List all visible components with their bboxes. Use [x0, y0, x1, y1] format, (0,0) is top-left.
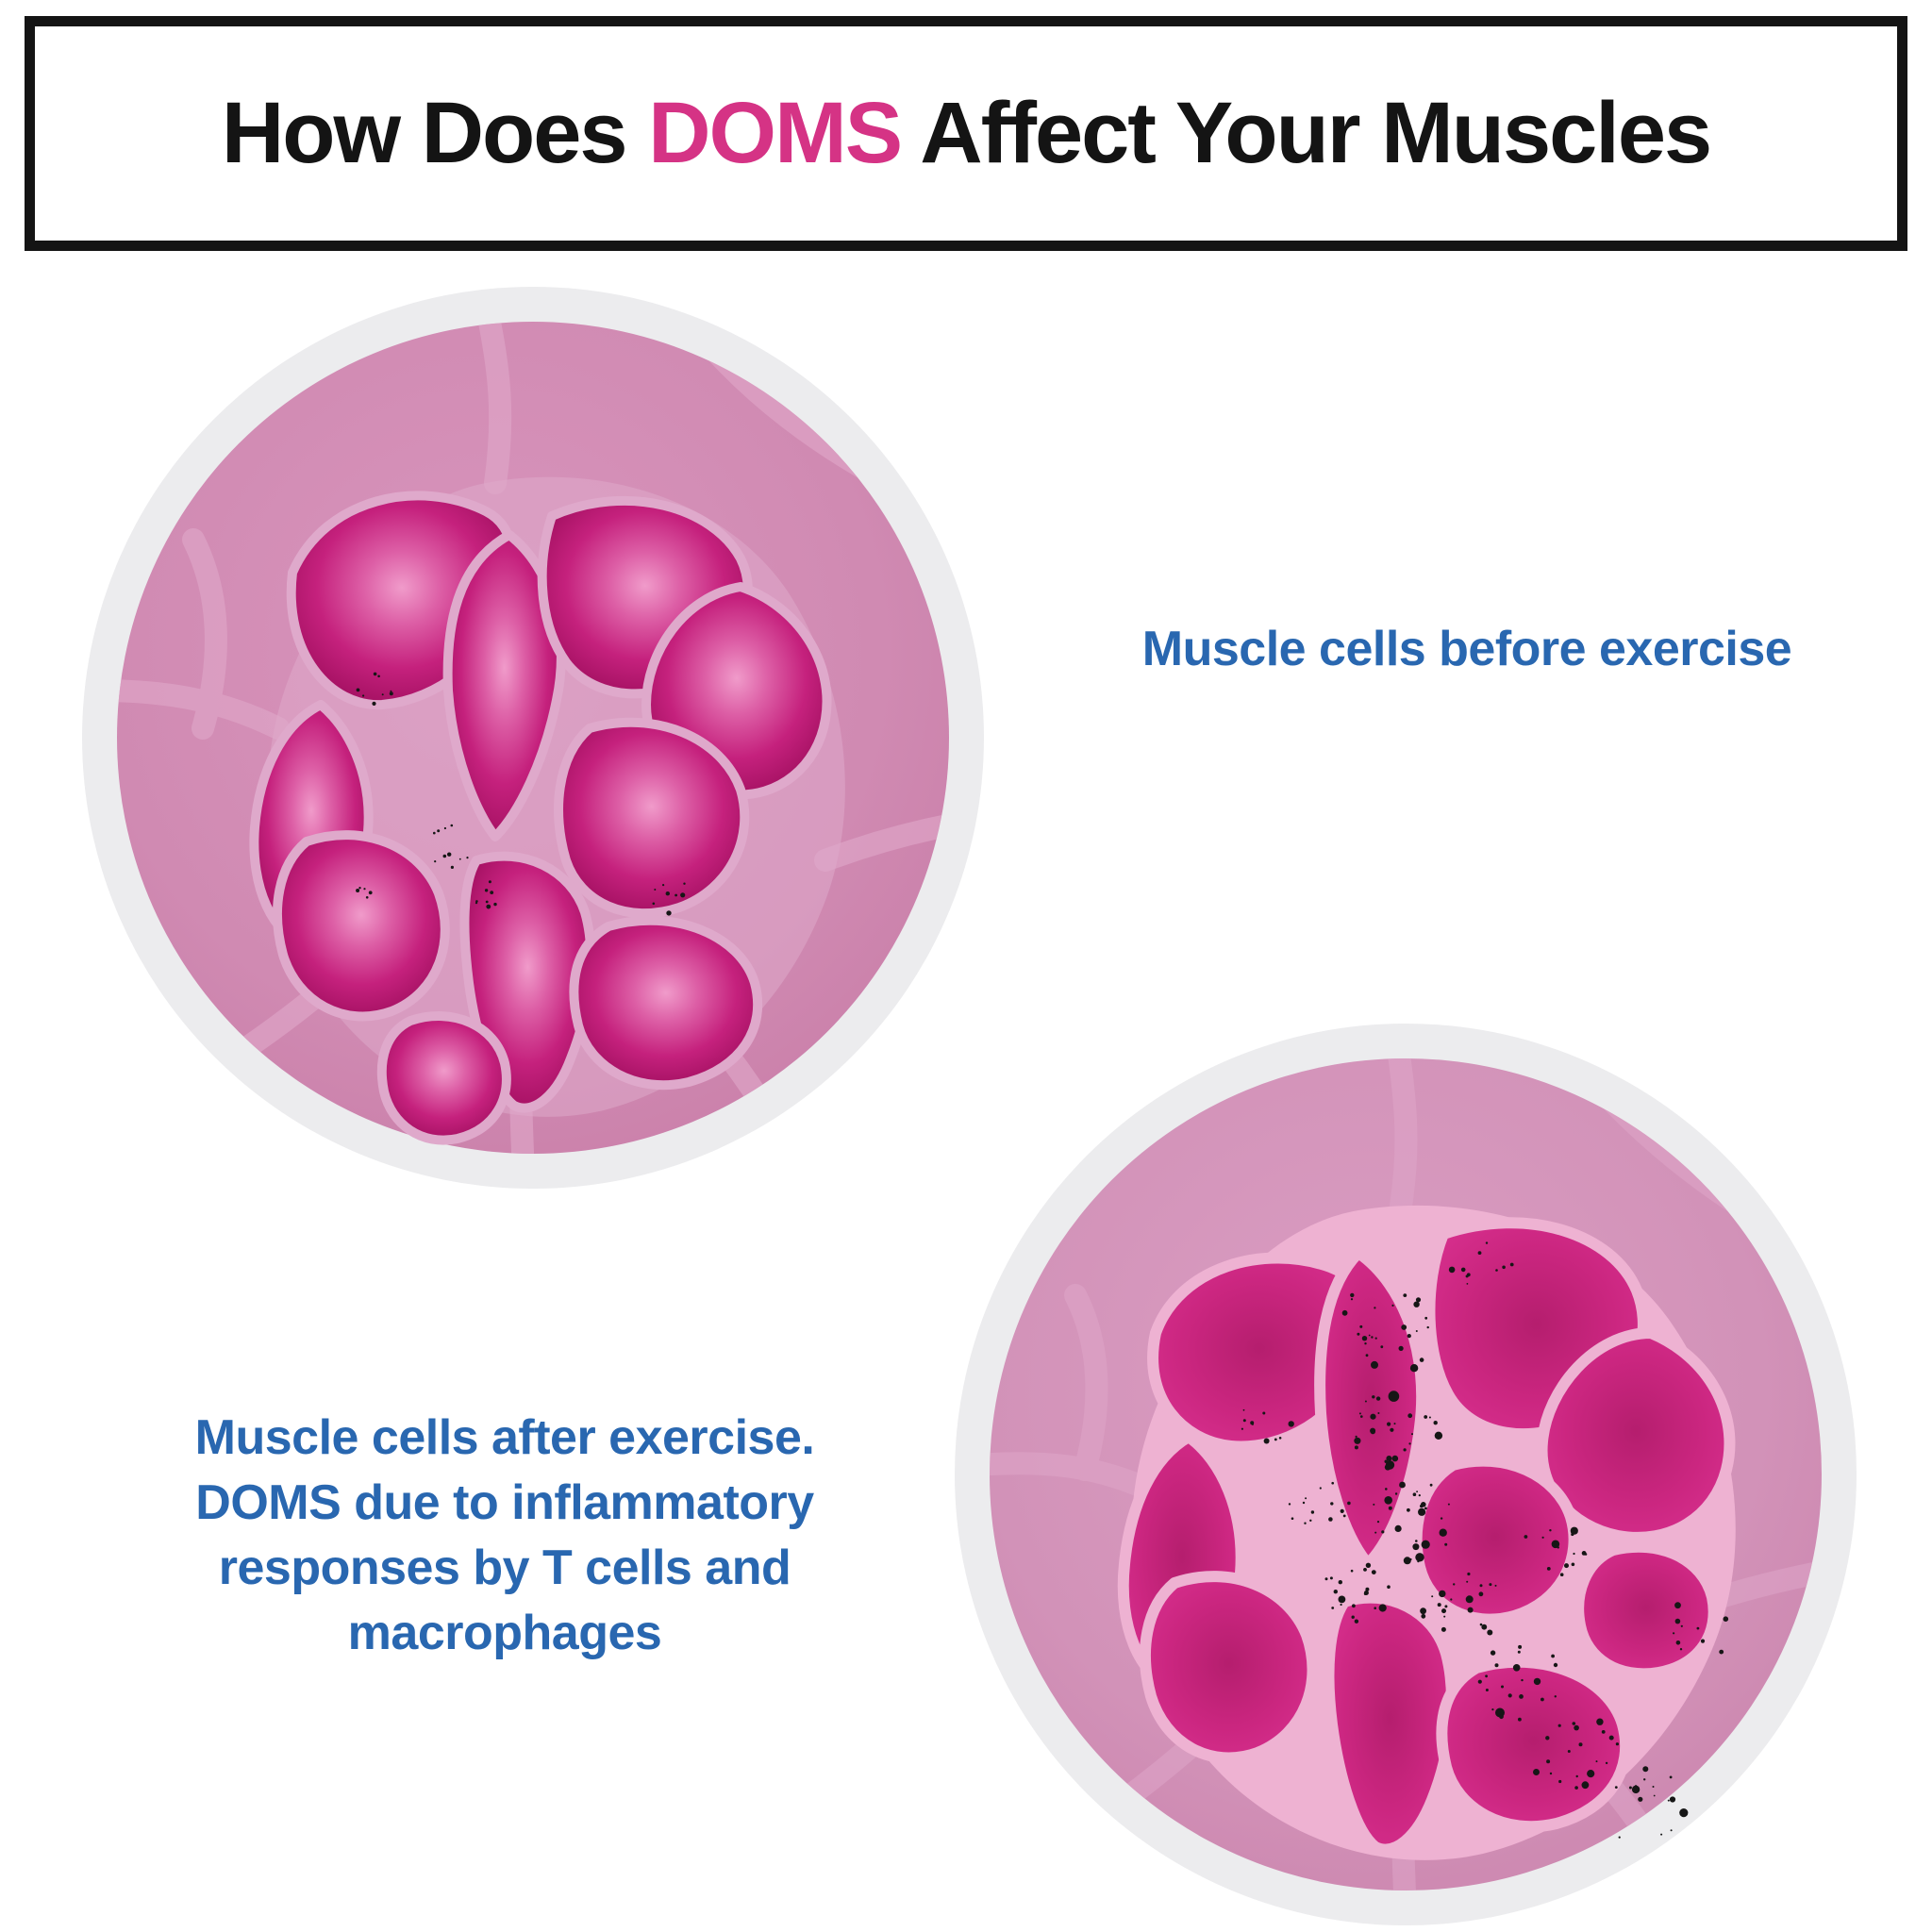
title-suffix: Affect Your Muscles	[901, 85, 1712, 181]
muscle-cell	[1573, 1541, 1720, 1680]
muscle-cell	[569, 915, 763, 1091]
muscle-cell	[1410, 1455, 1580, 1625]
muscle-cell-cluster	[249, 491, 832, 1145]
page-title: How Does DOMS Affect Your Muscles	[221, 84, 1712, 183]
inflammation-dots-dense	[1241, 1241, 1729, 1839]
label-after-line: macrophages	[347, 1606, 662, 1660]
muscle-after-svg	[955, 1024, 1857, 1925]
muscle-before-illustration	[80, 285, 986, 1191]
title-box: How Does DOMS Affect Your Muscles	[25, 16, 1907, 251]
muscle-cell	[554, 717, 750, 919]
title-highlight: DOMS	[648, 85, 903, 181]
muscle-before-svg	[82, 287, 984, 1189]
muscle-cell	[1536, 1327, 1736, 1543]
label-after-line: Muscle cells after exercise.	[194, 1410, 815, 1465]
muscle-cell	[1323, 1591, 1457, 1856]
label-after-line: DOMS due to inflammatory	[195, 1475, 814, 1530]
muscle-after-illustration	[953, 1022, 1858, 1927]
muscle-cell	[1436, 1656, 1632, 1833]
title-prefix: How Does	[221, 85, 649, 181]
label-after-exercise: Muscle cells after exercise. DOMS due to…	[123, 1406, 887, 1666]
inflammation-dots-sparse	[356, 672, 686, 916]
label-before-exercise: Muscle cells before exercise	[1141, 622, 1792, 676]
muscle-cell	[376, 1011, 511, 1145]
muscle-cell	[1140, 1571, 1319, 1764]
muscle-cell	[273, 830, 450, 1022]
label-after-line: responses by T cells and	[218, 1541, 791, 1595]
